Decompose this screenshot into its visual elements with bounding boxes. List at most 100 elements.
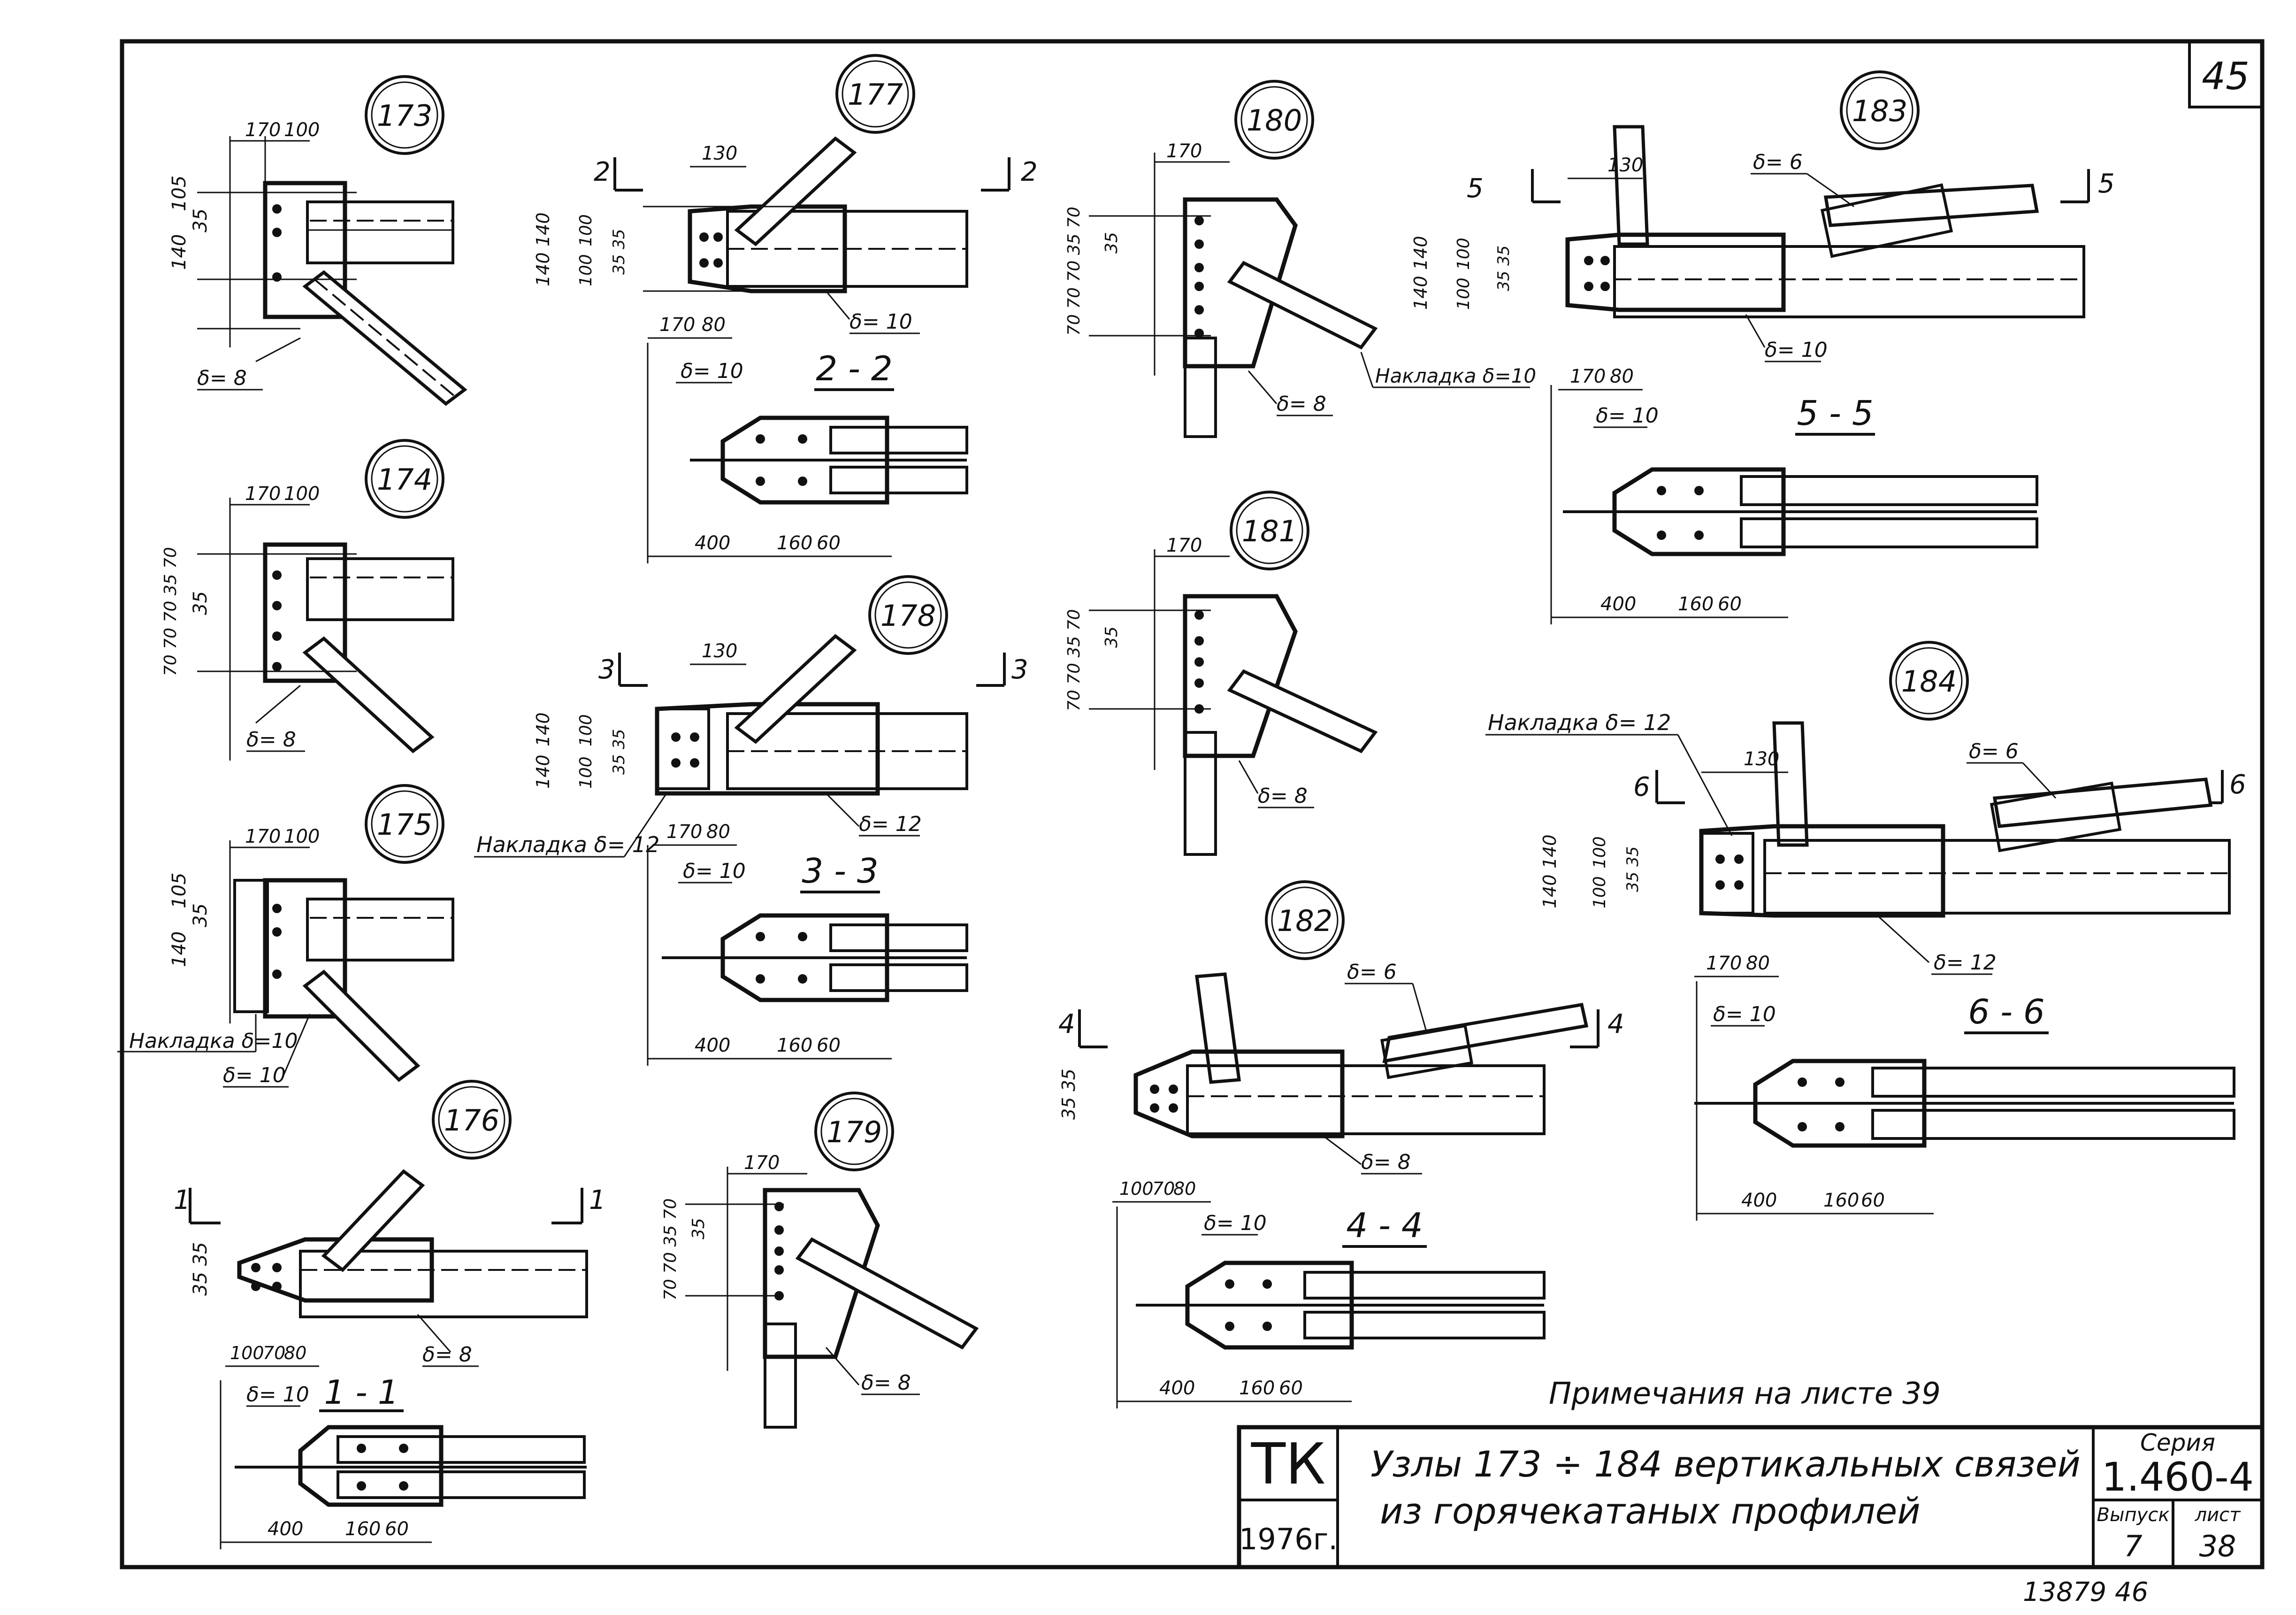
node-176-badge	[432, 1080, 512, 1160]
delta-top-label: δ= 6	[1347, 960, 1397, 984]
overlay-label: Накладка δ= 12	[1488, 710, 1671, 735]
dim-100a: 100	[576, 714, 596, 746]
diagonal-brace	[1227, 261, 1378, 350]
dim-60: 60	[1718, 593, 1742, 615]
section-4-4: 4 - 4 δ= 10 400 160 60	[1116, 1206, 1546, 1408]
dim-130: 130	[702, 143, 737, 164]
dim-170: 170	[1570, 366, 1606, 387]
dim-100: 100	[1119, 1178, 1154, 1199]
section-2-2-title: 2 - 2	[816, 349, 892, 388]
gusset-plate	[655, 702, 880, 796]
dim-stack: 70 70 70 35 70	[161, 547, 180, 676]
dim-160: 160	[345, 1518, 381, 1540]
diagonal-brace	[302, 969, 421, 1082]
dim-80: 80	[284, 1343, 306, 1363]
sheet-number-box	[2188, 40, 2264, 108]
dim-170: 170	[744, 1152, 780, 1174]
gusset-plate	[1612, 467, 1786, 556]
node-174: 174 170 100 70 70 70 35 70 35 δ= 8	[161, 439, 454, 761]
dim-3535: 35 35	[1058, 1069, 1079, 1120]
dim-3535: 35 35	[190, 1242, 211, 1296]
node-174-badge	[365, 439, 444, 519]
title-line-2: из горячекатаных профилей	[1380, 1490, 1921, 1532]
node-179: 179 170 70 70 35 70 35 δ= 8	[661, 1092, 979, 1429]
section-mark-left: 2	[594, 157, 611, 187]
delta-label: δ= 8	[1361, 1150, 1411, 1174]
dim-400: 400	[695, 1035, 730, 1056]
issue-value: 7	[2124, 1529, 2142, 1563]
node-182-badge	[1265, 880, 1345, 960]
dim-140b: 140	[533, 252, 553, 286]
dim-130: 130	[1607, 154, 1643, 176]
section-delta: δ= 10	[1713, 1002, 1776, 1026]
top-plate	[1820, 183, 1953, 258]
title-line-1: Узлы 173 ÷ 184 вертикальных связей	[1370, 1443, 2081, 1485]
dim-stack: 70 70 35 70	[661, 1198, 680, 1300]
dim-stack: 70 70 70 35 70	[1064, 207, 1084, 336]
section-6-6: 6 - 6 δ= 10 400 160 60	[1694, 981, 2235, 1221]
dim-35: 35	[1102, 232, 1121, 254]
gusset-plate	[1185, 1261, 1354, 1350]
dim-400: 400	[1600, 593, 1636, 615]
node-182: 182 4 4 δ= 6 35 35 100 70 80 δ= 8	[1058, 880, 1624, 1203]
delta-label: δ= 12	[859, 812, 922, 836]
node-181-label: 181	[1242, 514, 1297, 548]
series-value: 1.460-4	[2102, 1454, 2254, 1500]
channel-section	[829, 466, 968, 494]
sheet-frame	[120, 39, 2265, 1569]
channel-horizontal	[1613, 245, 2085, 318]
channel-section	[337, 1470, 586, 1499]
dim-70: 70	[263, 1343, 285, 1363]
dim-170: 170	[1166, 535, 1202, 556]
dim-60: 60	[1279, 1377, 1303, 1399]
dim-100b: 100	[1454, 277, 1473, 310]
dim-400: 400	[268, 1518, 303, 1540]
section-mark-left: 4	[1058, 1009, 1075, 1039]
dim-35: 35	[190, 903, 211, 927]
delta-label: δ= 8	[861, 1371, 911, 1395]
node-173: 173 170 100 105 35 140 δ= 8	[168, 75, 467, 406]
section-delta: δ= 10	[681, 359, 743, 383]
sheet-number: 45	[2202, 54, 2250, 98]
node-176-label: 176	[444, 1103, 499, 1138]
node-173-badge	[365, 75, 444, 155]
dim-35: 35	[190, 591, 211, 615]
node-184-badge	[1889, 641, 1969, 721]
delta-label: δ= 10	[850, 310, 912, 334]
dim-100a: 100	[1454, 238, 1473, 270]
dim-100a: 100	[576, 214, 596, 246]
org-label: ТК	[1251, 1432, 1326, 1497]
section-delta: δ= 10	[683, 859, 746, 883]
delta-label: δ= 10	[1765, 338, 1828, 362]
channel-horizontal	[306, 557, 454, 621]
section-1-1-title: 1 - 1	[324, 1373, 399, 1412]
node-180-badge	[1234, 80, 1314, 160]
overlay-plate	[1700, 832, 1754, 915]
section-mark-left: 1	[174, 1185, 191, 1215]
dim-140b: 140	[1539, 874, 1560, 908]
section-1-1: 1 - 1 δ= 10 400 160 60	[220, 1373, 587, 1549]
dim-60: 60	[1861, 1190, 1885, 1211]
section-delta: δ= 10	[1204, 1211, 1267, 1235]
node-175: 175 170 100 105 35 140 Накладка δ=10 δ= …	[117, 784, 454, 1088]
node-173-label: 173	[377, 99, 432, 133]
note-text: Примечания на листе 39	[1549, 1377, 1941, 1411]
gusset-plate	[263, 181, 347, 319]
column-vertical	[764, 1323, 797, 1429]
channel-section	[1740, 475, 2038, 506]
dim-3535: 35 35	[610, 729, 628, 775]
dim-stack: 70 70 35 70	[1064, 609, 1084, 711]
title-block: ТК 1976г. Узлы 173 ÷ 184 вертикальных св…	[1237, 1425, 2265, 1569]
dim-160: 160	[1678, 593, 1714, 615]
node-177: 177 2 2 130 140 140 100 100 35 35 170 80…	[533, 54, 1038, 339]
section-delta: δ= 10	[246, 1383, 309, 1407]
diagonal-brace	[321, 1169, 425, 1272]
channel-section	[829, 426, 968, 454]
section-3-3-title: 3 - 3	[802, 851, 878, 891]
dim-100b: 100	[1590, 876, 1609, 908]
column-vertical	[1613, 125, 1649, 246]
delta-label: δ= 8	[197, 366, 247, 390]
node-183: 183 5 5 δ= 6 130 140 140 100 100 35 35 1…	[1410, 70, 2115, 391]
dim-80: 80	[702, 314, 726, 336]
gusset-plate	[237, 1237, 434, 1303]
